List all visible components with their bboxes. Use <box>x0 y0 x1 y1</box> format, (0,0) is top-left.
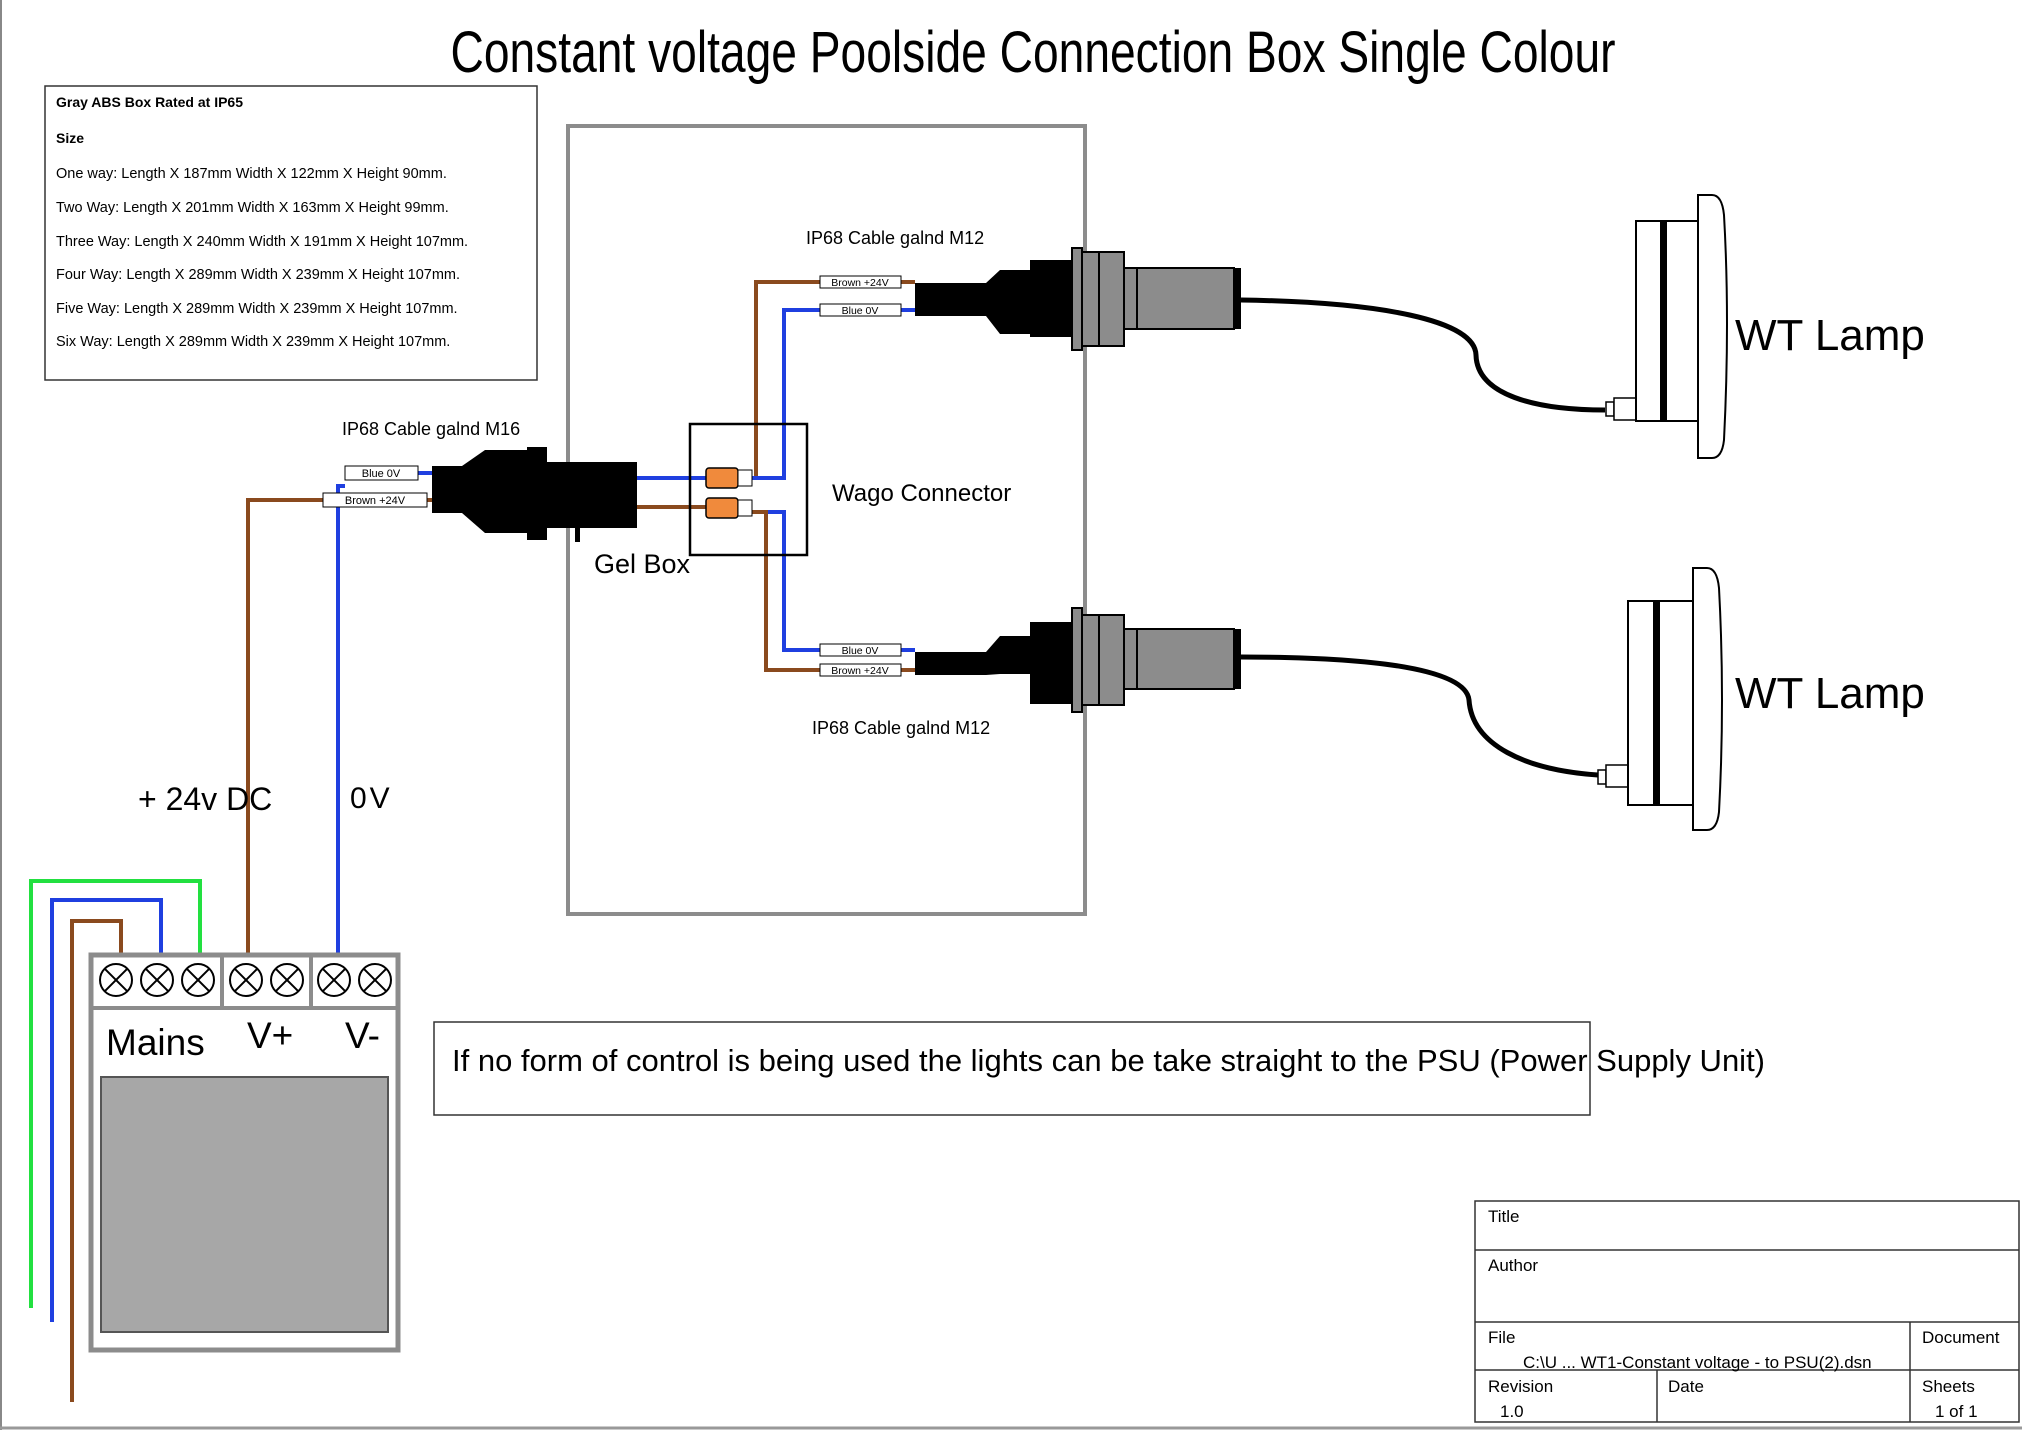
gland-m16-label: IP68 Cable galnd M16 <box>342 419 520 439</box>
screw-terminal-cross <box>104 968 128 992</box>
title-block-author-label: Author <box>1488 1256 1538 1275</box>
psu-vplus-label: V+ <box>247 1015 293 1056</box>
tag-top-brown: Brown +24V <box>831 277 889 289</box>
title-block-sheets-value: 1 of 1 <box>1935 1402 1978 1421</box>
spec-line: Six Way: Length X 289mm Width X 239mm X … <box>56 334 450 350</box>
title-block: Title Author File C:\U ... WT1-Constant … <box>1474 1200 2020 1423</box>
note-text: If no form of control is being used the … <box>452 1043 1765 1078</box>
wt-lamp-bottom <box>1597 567 1723 831</box>
gland-m12-bottom <box>915 607 1241 713</box>
title-block-file-value: C:\U ... WT1-Constant voltage - to PSU(2… <box>1523 1353 1872 1372</box>
psu-blue-wire <box>336 484 345 968</box>
spec-line: Three Way: Length X 240mm Width X 191mm … <box>56 234 468 250</box>
gland-m12-top <box>915 247 1241 351</box>
spec-line: Four Way: Length X 289mm Width X 239mm X… <box>56 267 460 283</box>
plus24-label: + 24v DC <box>138 781 272 817</box>
screw-terminal-cross <box>322 968 346 992</box>
tag-top-blue: Blue 0V <box>842 305 879 317</box>
screw-terminal-cross <box>145 968 169 992</box>
wire-tags: Blue 0V Brown +24V Brown +24V Blue 0V Bl… <box>322 275 902 677</box>
tag-m16-blue: Blue 0V <box>362 468 401 480</box>
psu-brown-wire <box>246 498 327 968</box>
spec-line: Two Way: Length X 201mm Width X 163mm X … <box>56 200 449 216</box>
gland-m12-top-label: IP68 Cable galnd M12 <box>806 228 984 248</box>
wires <box>29 280 915 1402</box>
mains-green-wire <box>29 879 202 1308</box>
title-block-revision-label: Revision <box>1488 1377 1553 1396</box>
wago-top-blue <box>740 308 820 480</box>
lamp-top-cable <box>1240 297 1606 413</box>
spec-line: One way: Length X 187mm Width X 122mm X … <box>56 166 447 182</box>
psu <box>88 952 401 1353</box>
psu-mains-label: Mains <box>106 1022 205 1063</box>
screw-terminal-cross <box>363 968 387 992</box>
gland-m16 <box>432 447 637 542</box>
screw-terminal-cross <box>234 968 258 992</box>
spec-subheading: Size <box>56 130 84 146</box>
screw-terminal-cross <box>275 968 299 992</box>
tag-bottom-blue: Blue 0V <box>842 645 879 657</box>
title-block-date-label: Date <box>1668 1377 1704 1396</box>
wago-connector <box>688 422 809 557</box>
wt-lamp-top <box>1605 194 1728 459</box>
wt-lamp-top-label: WT Lamp <box>1735 311 1925 360</box>
spec-line: Five Way: Length X 289mm Width X 239mm X… <box>56 301 458 317</box>
gel-box-label: Gel Box <box>594 549 691 579</box>
psu-terminals <box>99 963 392 997</box>
title-block-title-label: Title <box>1488 1207 1520 1226</box>
tag-bottom-brown: Brown +24V <box>831 665 889 677</box>
tag-m16-brown: Brown +24V <box>345 495 406 507</box>
lamp-bottom-cable <box>1240 654 1599 778</box>
screw-terminal-cross <box>186 968 210 992</box>
title-block-sheets-label: Sheets <box>1922 1377 1975 1396</box>
title-block-file-label: File <box>1488 1328 1515 1347</box>
wago-bottom-brown <box>740 510 820 672</box>
mains-brown-wire <box>70 919 123 1402</box>
psu-vminus-label: V- <box>345 1015 380 1056</box>
note-box <box>433 1021 1591 1116</box>
mains-blue-wire <box>50 898 163 1322</box>
diagram-title: Constant voltage Poolside Connection Box… <box>451 20 1616 85</box>
title-block-document-label: Document <box>1922 1328 2000 1347</box>
spec-box: Gray ABS Box Rated at IP65 Size One way:… <box>44 85 538 381</box>
title-block-revision-value: 1.0 <box>1500 1402 1524 1421</box>
zero-v-label: 0V <box>350 782 393 815</box>
gland-m12-bottom-label: IP68 Cable galnd M12 <box>812 718 990 738</box>
wt-lamp-bottom-label: WT Lamp <box>1735 669 1925 718</box>
wago-label: Wago Connector <box>832 480 1011 507</box>
spec-heading: Gray ABS Box Rated at IP65 <box>56 94 243 110</box>
